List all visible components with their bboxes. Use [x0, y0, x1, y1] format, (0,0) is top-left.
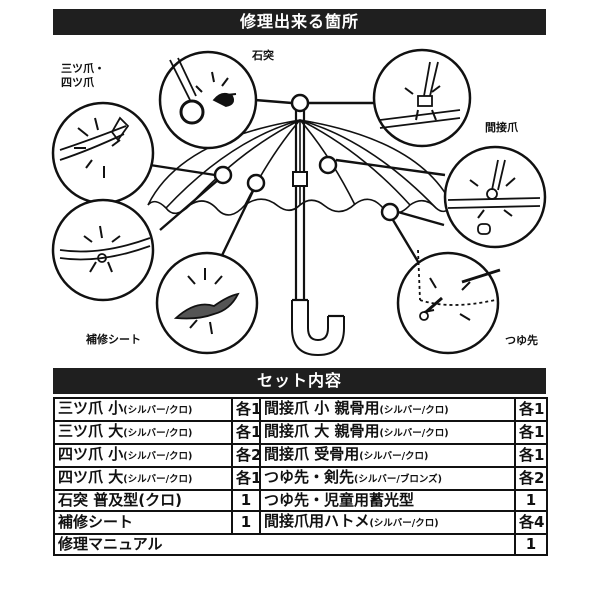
label-kansetsu-zume: 間接爪	[485, 121, 518, 134]
item-qty: 1	[231, 510, 261, 535]
item-name: 石突 普及型(クロ)	[53, 489, 233, 512]
item-name: 間接爪 小 親骨用(シルバー/クロ)	[259, 397, 516, 422]
set-contents-header: セット内容	[53, 368, 546, 394]
item-qty: 各1	[514, 443, 548, 468]
label-tsuyusaki: つゆ先	[505, 334, 538, 347]
detail-hoshu-sheet	[155, 251, 259, 355]
runner	[292, 171, 308, 187]
label-hoshu-sheet: 補修シート	[86, 333, 141, 346]
item-name: 間接爪 大 親骨用(シルバー/クロ)	[259, 420, 516, 445]
label-mitsu-yotsu-line1: 三ツ爪・	[61, 62, 105, 75]
detail-ishitotsu	[158, 50, 258, 150]
label-ishitotsu: 石突	[252, 49, 274, 62]
item-qty: 1	[514, 489, 548, 512]
item-qty: 1	[514, 533, 548, 556]
detail-tsuyusaki	[396, 251, 500, 355]
repairable-parts-header: 修理出来る箇所	[53, 9, 546, 35]
item-name: 間接爪用ハトメ(シルバー/クロ)	[259, 510, 516, 535]
detail-kansetsu-zume	[443, 145, 547, 249]
part-sketches	[59, 57, 541, 321]
item-qty: 各1	[231, 397, 261, 422]
item-qty: 各2	[514, 466, 548, 491]
item-qty: 各4	[514, 510, 548, 535]
item-name: 三ツ爪 小(シルバー/クロ)	[53, 397, 233, 422]
detail-kansetsu-top	[372, 48, 472, 148]
label-mitsu-yotsu-line2: 四ツ爪	[61, 76, 94, 89]
item-name: 四ツ爪 小(シルバー/クロ)	[53, 443, 233, 468]
item-name: 修理マニュアル	[53, 533, 516, 556]
item-qty: 各1	[514, 420, 548, 445]
item-name: つゆ先・児童用蓄光型	[259, 489, 516, 512]
item-name: 間接爪 受骨用(シルバー/クロ)	[259, 443, 516, 468]
sparkle-marks	[74, 71, 516, 335]
item-name: つゆ先・剣先(シルバー/ブロンズ)	[259, 466, 516, 491]
item-qty: 各2	[231, 443, 261, 468]
item-name: 四ツ爪 大(シルバー/クロ)	[53, 466, 233, 491]
item-qty: 各1	[231, 466, 261, 491]
item-qty: 1	[231, 489, 261, 512]
item-name: 三ツ爪 大(シルバー/クロ)	[53, 420, 233, 445]
item-name: 補修シート	[53, 510, 233, 535]
item-qty: 各1	[514, 397, 548, 422]
detail-mitsu-yotsu-zume	[51, 101, 155, 205]
umbrella-shaft	[291, 110, 345, 357]
umbrella-repair-diagram	[51, 48, 547, 357]
item-qty: 各1	[231, 420, 261, 445]
